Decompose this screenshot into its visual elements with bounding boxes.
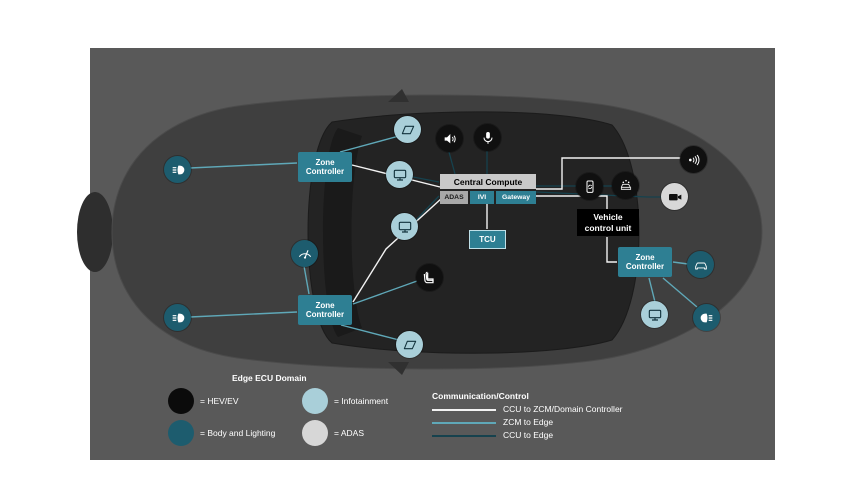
legend-label-zcm-edge: ZCM to Edge — [503, 417, 554, 427]
legend-label-adas: = ADAS — [334, 428, 365, 438]
headlight-icon — [164, 304, 191, 331]
camera-icon — [661, 183, 688, 210]
legend-edge-title: Edge ECU Domain — [232, 373, 307, 383]
central-compute-title: Central Compute — [440, 174, 536, 189]
legend-comm-title: Communication/Control — [432, 391, 529, 401]
module-adas: ADAS — [440, 191, 468, 204]
display-icon — [391, 213, 418, 240]
car-window-icon — [396, 331, 423, 358]
legend-line-zcm-edge — [432, 422, 496, 424]
zone-controller-right: Zone Controller — [618, 247, 672, 277]
display-icon — [641, 301, 668, 328]
module-gateway: Gateway — [496, 191, 536, 204]
legend-label-body-lighting: = Body and Lighting — [200, 428, 276, 438]
connected-car-icon — [612, 172, 639, 199]
car-access-icon — [687, 251, 714, 278]
seat-icon — [416, 264, 443, 291]
vehicle-control-unit-box: Vehicle control unit — [577, 209, 639, 237]
sound-wave-icon — [680, 146, 707, 173]
legend-label-infotainment: = Infotainment — [334, 396, 389, 406]
zone-controller-rear-left: Zone Controller — [298, 295, 352, 325]
central-compute-modules: ADAS IVI Gateway — [440, 191, 536, 204]
module-ivi: IVI — [470, 191, 494, 204]
microphone-icon — [474, 124, 501, 151]
legend-line-ccu-zcm — [432, 409, 496, 411]
legend-label-ccu-zcm: CCU to ZCM/Domain Controller — [503, 404, 623, 414]
legend-dot-body-lighting — [168, 420, 194, 446]
legend-dot-adas — [302, 420, 328, 446]
car-window-icon — [394, 116, 421, 143]
zone-controller-front: Zone Controller — [298, 152, 352, 182]
wiper-icon — [291, 240, 318, 267]
central-compute-unit: Central Compute ADAS IVI Gateway — [440, 174, 536, 204]
legend-dot-infotainment — [302, 388, 328, 414]
display-icon — [386, 161, 413, 188]
phone-update-icon — [576, 173, 603, 200]
legend-line-ccu-edge — [432, 435, 496, 437]
speaker-icon — [436, 125, 463, 152]
headlight-icon — [164, 156, 191, 183]
legend-dot-hev-ev — [168, 388, 194, 414]
legend-label-hev-ev: = HEV/EV — [200, 396, 239, 406]
tcu-box: TCU — [469, 230, 506, 249]
legend-label-ccu-edge: CCU to Edge — [503, 430, 554, 440]
headlight-icon — [693, 304, 720, 331]
